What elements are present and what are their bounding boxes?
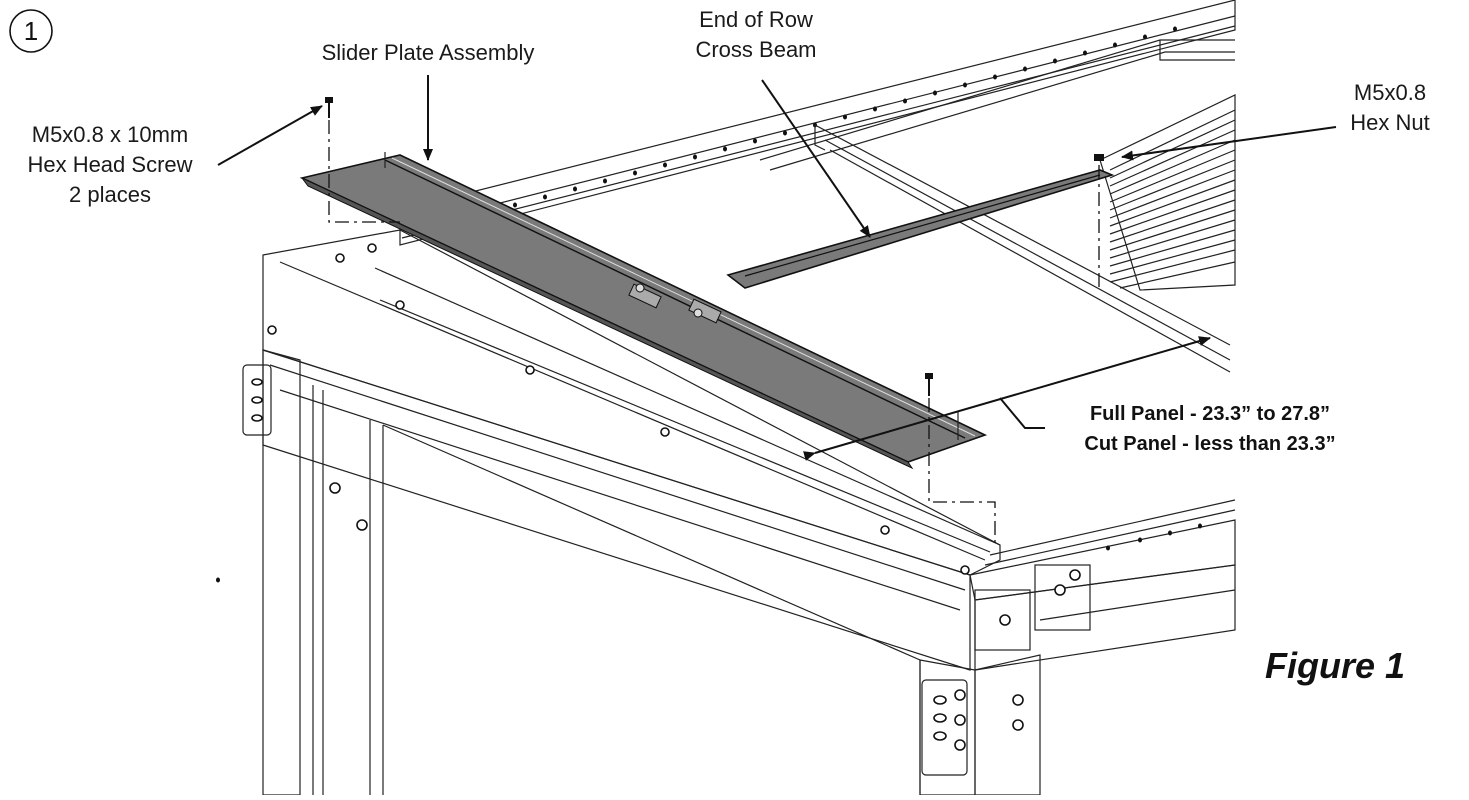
side-rail xyxy=(814,124,1231,373)
nut-label-line2: Hex Nut xyxy=(1350,110,1429,135)
cross-beam-label-line1: End of Row xyxy=(699,7,813,32)
screw-label-line3: 2 places xyxy=(69,182,151,207)
nut-label-line1: M5x0.8 xyxy=(1354,80,1426,105)
louver-panel xyxy=(1099,94,1236,291)
right-post xyxy=(919,564,1091,796)
hex-screw-left xyxy=(325,97,400,223)
screw-label-line2: Hex Head Screw xyxy=(27,152,192,177)
screw-label-line1: M5x0.8 x 10mm xyxy=(32,122,189,147)
step-number: 1 xyxy=(24,16,38,46)
leader-lines xyxy=(217,75,1337,461)
cross-beam xyxy=(726,169,1115,289)
slider-plate-label: Slider Plate Assembly xyxy=(322,40,535,65)
figure-caption: Figure 1 xyxy=(1265,645,1405,686)
hex-screw-right xyxy=(925,373,996,545)
front-beam xyxy=(262,229,1001,671)
right-beam xyxy=(969,499,1236,671)
rail-holes xyxy=(513,26,1177,208)
hex-nut xyxy=(1094,154,1104,290)
top-frame xyxy=(399,0,1236,246)
step-number-circle xyxy=(9,9,53,53)
cross-beam-label-line2: Cross Beam xyxy=(695,37,816,62)
panel-label-line1: Full Panel - 23.3” to 27.8” xyxy=(1090,403,1330,425)
beam-holes xyxy=(216,243,1202,583)
panel-label-line2: Cut Panel - less than 23.3” xyxy=(1084,433,1335,455)
